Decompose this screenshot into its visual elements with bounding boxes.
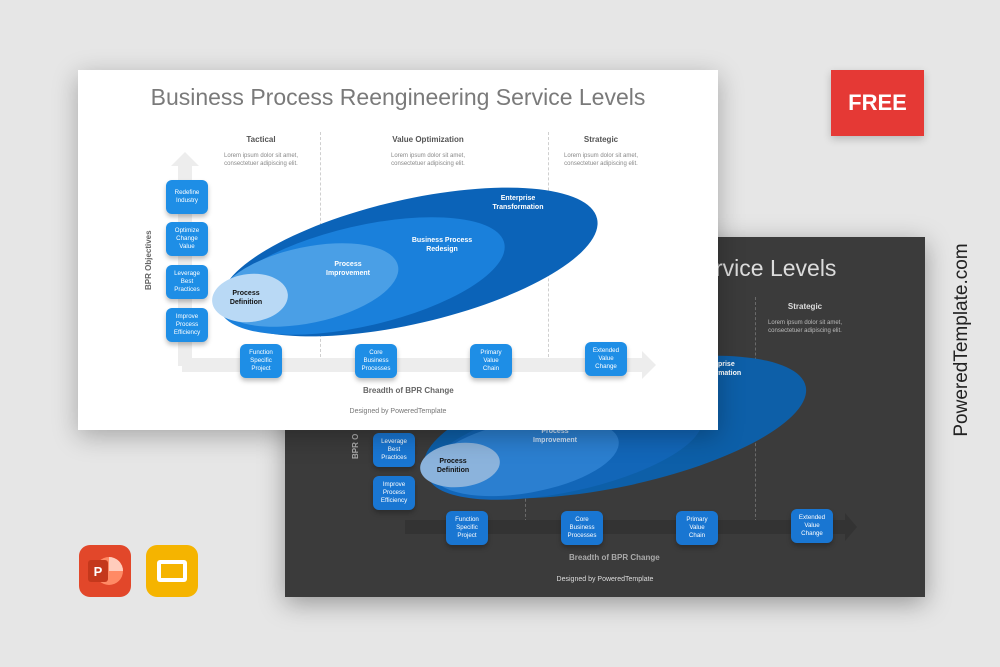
column-description: Lorem ipsum dolor sit amet,consectetuer … xyxy=(767,320,843,334)
brand-watermark: PoweredTemplate.com xyxy=(951,243,972,437)
y-axis-label: BPR Objectives xyxy=(144,230,153,290)
column-heading-tactical: Tactical xyxy=(246,135,276,144)
dark-slide-title: rvice Levels xyxy=(715,255,837,281)
svg-text:P: P xyxy=(94,564,103,579)
ellipse-process-definition xyxy=(212,273,288,323)
column-description: Lorem ipsum dolor sit amet,consectetuer … xyxy=(390,153,466,167)
x-axis-label: Breadth of BPR Change xyxy=(569,553,660,562)
column-heading-strategic: Strategic xyxy=(583,135,619,144)
ellipse-process-definition xyxy=(420,442,500,488)
column-heading-strategic: Strategic xyxy=(787,302,823,311)
free-badge: FREE xyxy=(831,70,924,136)
ellipse-stack xyxy=(212,187,598,337)
column-description: Lorem ipsum dolor sit amet,consectetuer … xyxy=(563,153,639,167)
slide-title: Business Process Reengineering Service L… xyxy=(150,84,646,110)
white-slide-preview: Business Process Reengineering Service L… xyxy=(78,70,718,430)
x-axis-label: Breadth of BPR Change xyxy=(363,386,454,395)
column-description: Lorem ipsum dolor sit amet,consectetuer … xyxy=(223,153,299,167)
google-slides-icon xyxy=(146,545,198,597)
y-axis-label: BPR O xyxy=(351,433,360,459)
column-heading-value-optimization: Value Optimization xyxy=(392,135,464,144)
powerpoint-icon: P xyxy=(79,545,131,597)
credit-text: Designed by PoweredTemplate xyxy=(556,576,654,583)
x-axis-arrow xyxy=(405,513,857,541)
credit-text: Designed by PoweredTemplate xyxy=(349,408,447,415)
